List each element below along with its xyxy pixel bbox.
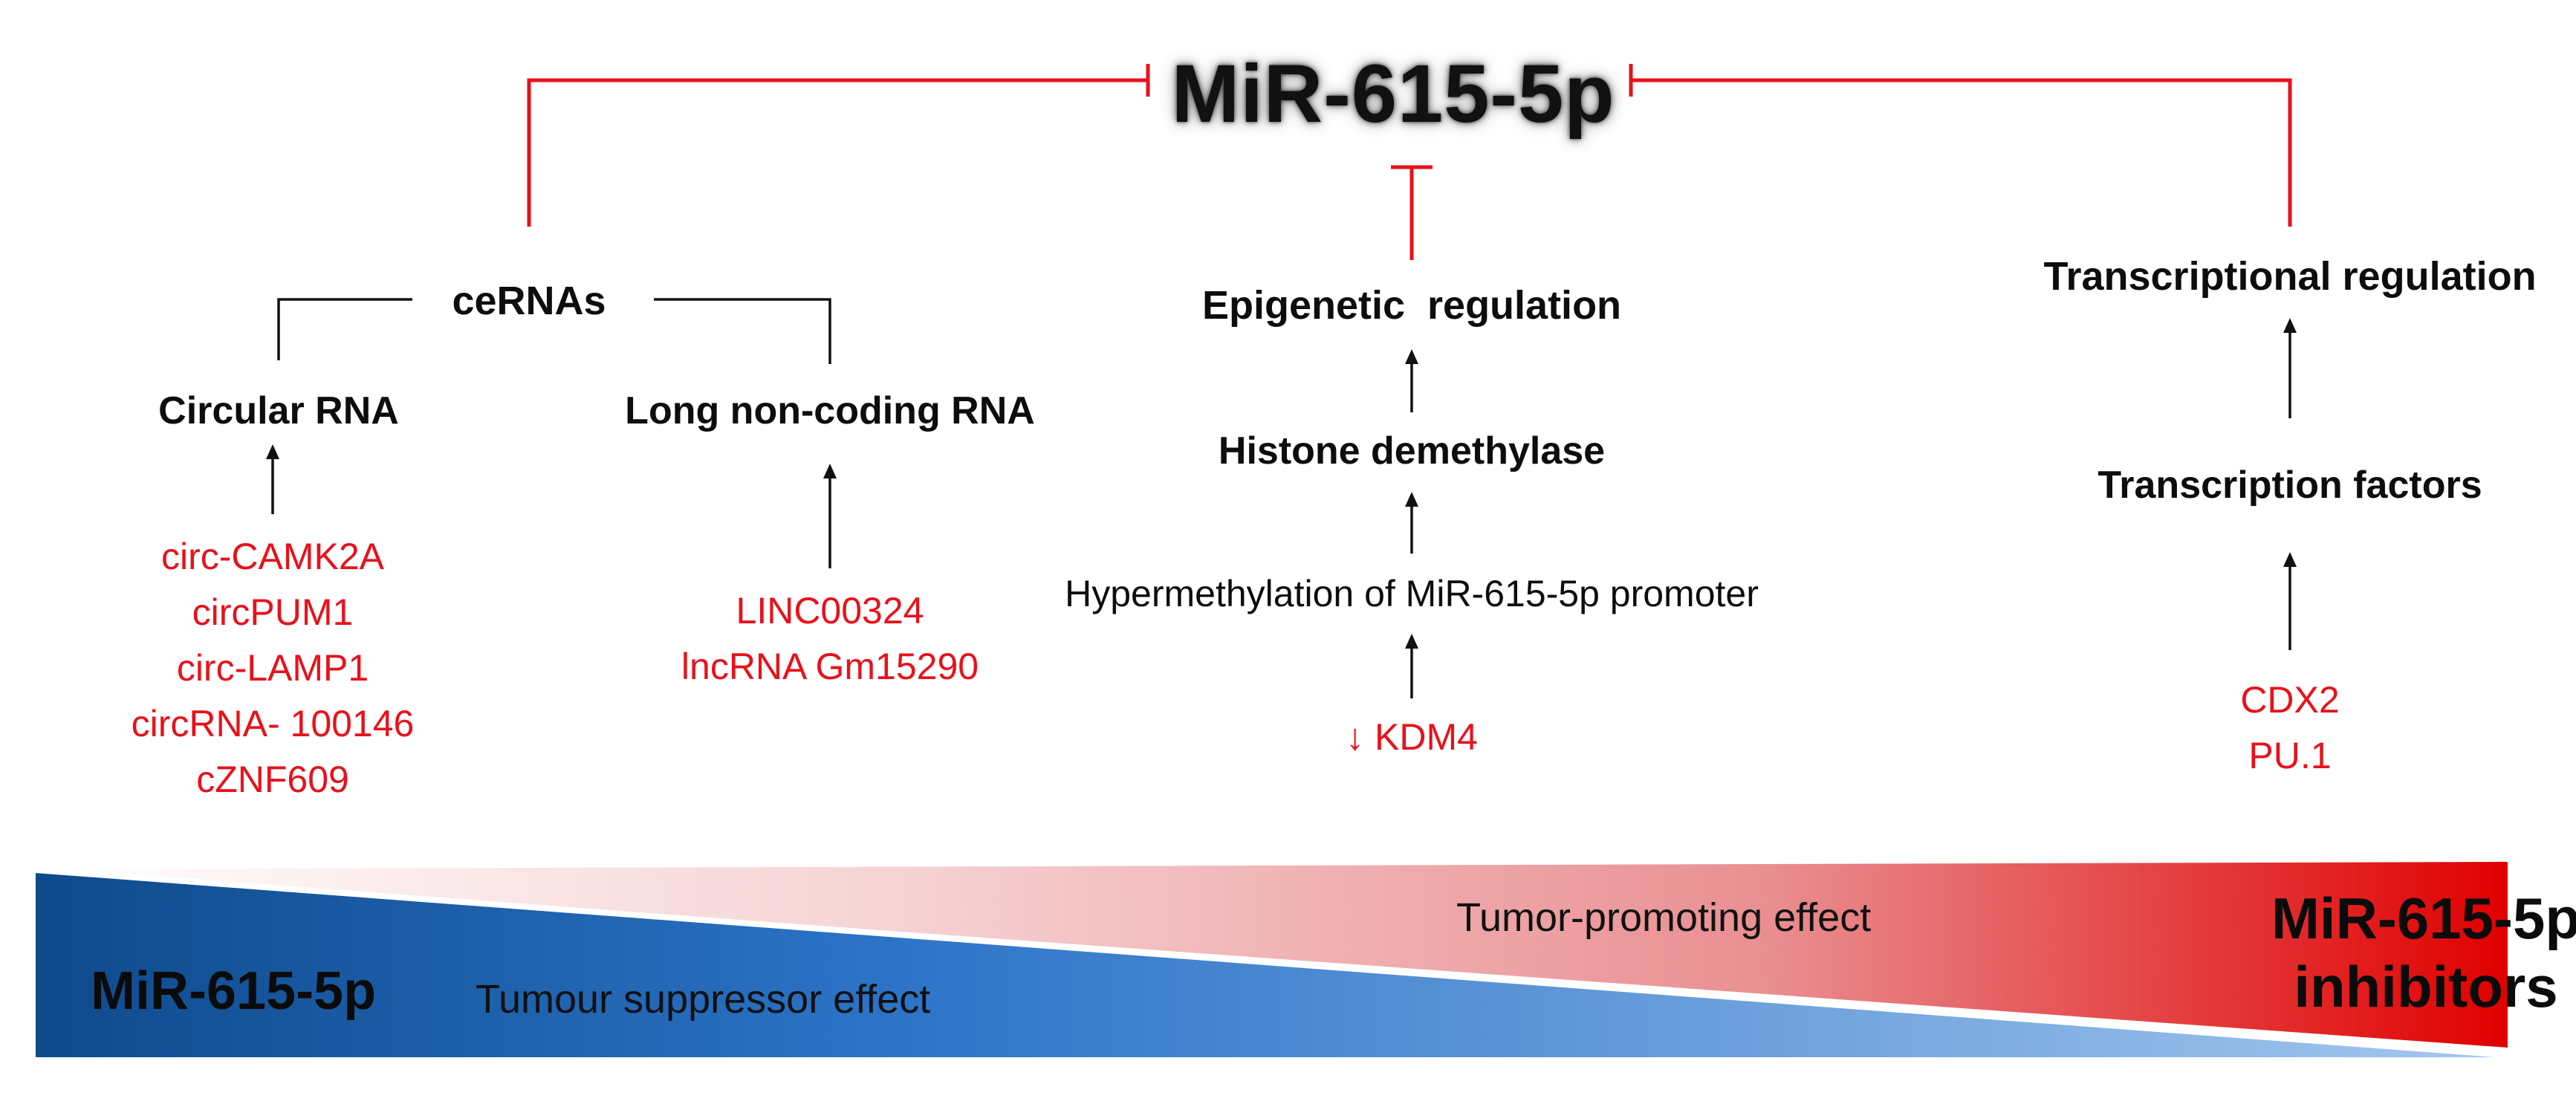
transcription-factor-item: CDX2 [2240,679,2340,721]
lncrna-list: LINC00324 lncRNA Gm15290 [681,583,979,695]
effect-banner [35,862,2516,1059]
arrowhead-demethylase [1405,492,1418,507]
circular-rna-item: circ-CAMK2A [160,536,385,577]
tumor-promoting-label: Tumor-promoting effect [1456,895,1872,940]
cerna-branch-lines [277,298,831,364]
inhibitors-label-line2: inhibitors [2294,954,2558,1019]
transcriptional-regulation-label: Transcriptional regulation [2043,254,2537,299]
arrowhead-factors [2283,552,2297,567]
histone-demethylase-label: Histone demethylase [1218,429,1606,473]
arrowhead-circular [266,444,279,459]
inhibitors-label: MiR-615-5p inhibitors [2271,884,2576,1021]
banner-divider [35,867,2516,1059]
inhibition-connectors [527,64,2292,260]
kdm4-label: ↓ KDM4 [1346,716,1478,758]
circular-rna-item: cZNF609 [196,759,349,800]
lncrna-item: lncRNA Gm15290 [681,646,979,687]
cerna-label: ceRNAs [452,279,606,323]
circular-rna-item: circPUM1 [192,591,354,633]
epigenetic-regulation-label: Epigenetic regulation [1201,283,1622,328]
tumour-suppressor-label: Tumour suppressor effect [476,977,931,1022]
main-title: MiR-615-5p [1171,48,1615,140]
hypermethylation-label: Hypermethylation of MiR-615-5p promoter [1065,573,1759,614]
banner-mir-label: MiR-615-5p [91,961,377,1021]
lncrna-label: Long non-coding RNA [625,389,1035,432]
arrows [266,318,2297,698]
inhibitors-label-line1: MiR-615-5p [2271,886,2576,951]
arrowhead-lncrna [823,464,837,478]
branch-line-lncrna [654,298,831,364]
circular-rna-list: circ-CAMK2A circPUM1 circ-LAMP1 circRNA-… [132,529,415,808]
circular-rna-label: Circular RNA [158,389,399,432]
lncrna-item: LINC00324 [736,590,924,632]
circular-rna-item: circRNA- 100146 [131,703,415,744]
arrowhead-transcriptional [2283,318,2297,333]
arrowhead-epigenetic [1405,349,1418,364]
banner-red-triangle [36,862,2508,1048]
transcription-factor-item: PU.1 [2248,735,2332,776]
transcription-factors-label: Transcription factors [2098,464,2482,507]
arrowhead-hypermethylation [1405,634,1418,649]
transcription-factor-list: CDX2 PU.1 [2240,672,2339,784]
circular-rna-item: circ-LAMP1 [176,647,369,689]
inhibit-line-cerna [527,78,1148,227]
branch-line-circular [277,298,412,360]
inhibit-line-transcriptional [1631,78,2292,227]
